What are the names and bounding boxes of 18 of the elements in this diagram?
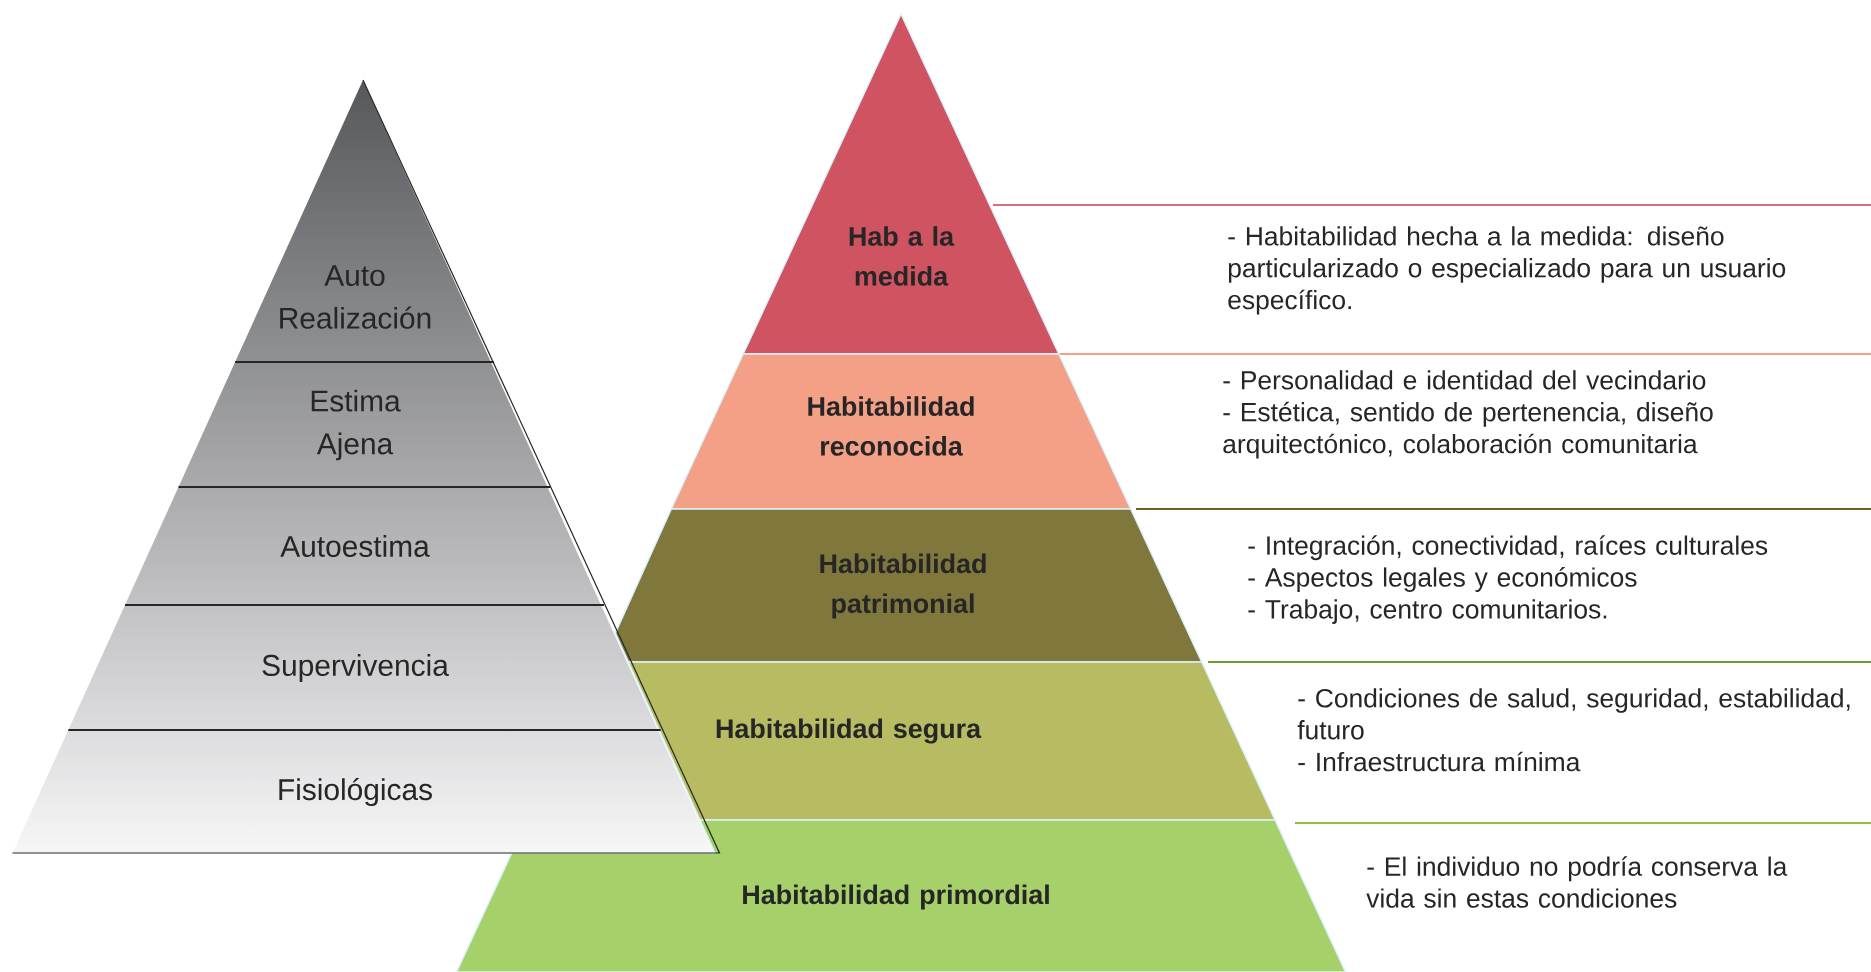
description-text: - Personalidad e identidad del vecindario	[1223, 370, 1706, 390]
pyramid-level: Auto Realización	[280, 265, 431, 329]
description-text: - Condiciones de salud, seguridad, estabilidad, futuro	[1297, 688, 1850, 740]
pyramid-level: Habitabilidad segura	[627, 661, 1277, 821]
description-text: - Estética, sentido de pertenencia, diseño arquitectónico, colaboración comunitaria	[1223, 401, 1713, 459]
pyramid-level: Fisiológicas	[279, 777, 432, 807]
pyramid-level: Autoestima	[280, 535, 430, 557]
description-text: - Integración, conectividad, raíces culturales	[1248, 535, 1768, 561]
pyramid-level: Habitabilidad patrimonial	[614, 508, 1203, 663]
description-text: - Aspectos legales y económicos	[1248, 567, 1637, 592]
description-text: - Habitabilidad hecha a la medida: diseño particularizado o especializado para un usuario específico.	[1228, 226, 1786, 315]
description-text: - El individuo no podría conserva la vida sin estas condiciones	[1366, 856, 1788, 908]
pyramid-level: Habitabilidad primordial	[455, 819, 1347, 972]
pyramid-level: Estima Ajena	[311, 389, 401, 461]
description-text: - Trabajo, centro comunitarios.	[1248, 599, 1607, 624]
pyramid-level: Habitabilidad reconocida	[670, 353, 1132, 510]
description-text: - Infraestructura mínima	[1298, 751, 1581, 772]
pyramid-level: Supervivencia	[262, 654, 449, 682]
